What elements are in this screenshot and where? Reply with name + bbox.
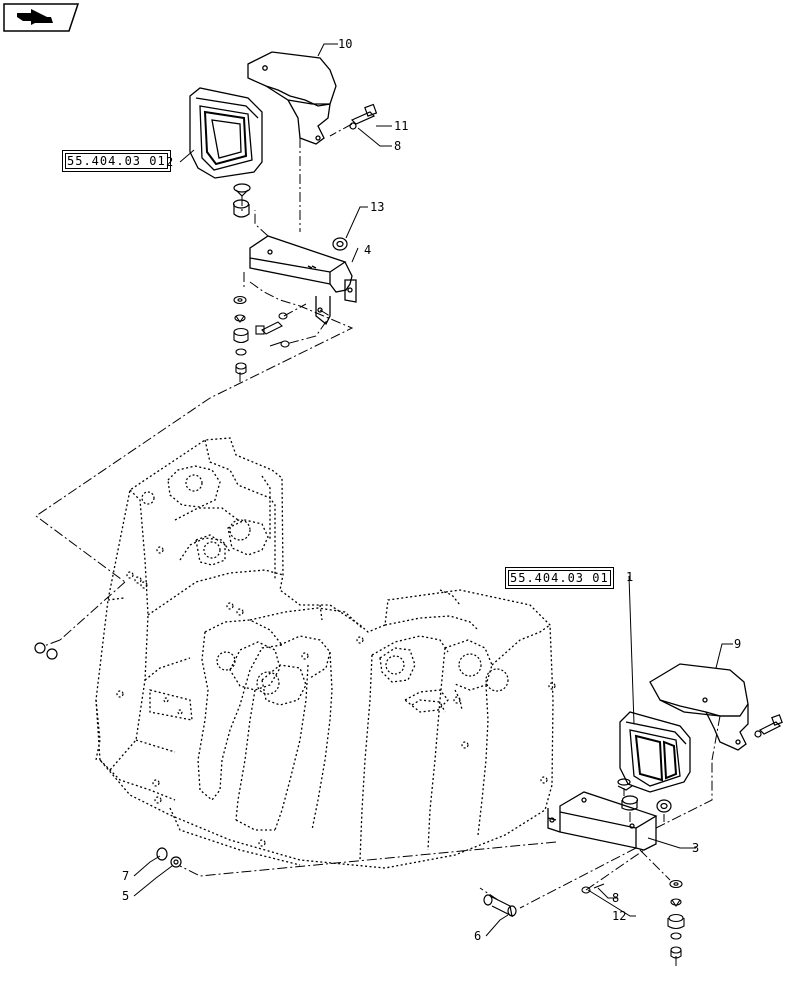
nut-13	[332, 237, 348, 251]
bracket-right-3	[547, 791, 658, 851]
nut-washer-7-5	[156, 847, 182, 868]
bracket-right-9	[649, 663, 749, 751]
callout-7: 7	[122, 869, 130, 883]
bolt-11	[350, 103, 378, 125]
nut-left	[34, 642, 58, 660]
next-page-arrow-icon[interactable]	[3, 3, 79, 32]
isolator-stack-right	[617, 778, 672, 813]
callout-8-right: 8	[612, 891, 620, 905]
callout-8-top: 8	[394, 139, 402, 153]
callout-5: 5	[122, 889, 130, 903]
reference-link-top[interactable]: 55.404.03 01	[62, 150, 171, 172]
callout-10: 10	[338, 37, 353, 51]
work-lamp-top	[189, 87, 263, 179]
callout-11: 11	[394, 119, 409, 133]
leader-lines	[133, 43, 733, 937]
loader-frame	[95, 437, 554, 869]
phantom-lines	[35, 123, 721, 966]
hardware-stack-top	[233, 295, 290, 375]
reference-link-right[interactable]: 55.404.03 01	[505, 567, 614, 589]
bracket-top-4	[249, 235, 357, 326]
bracket-top-10	[247, 51, 337, 145]
washer-top-8	[349, 122, 357, 130]
callout-1: 1	[626, 570, 634, 584]
callout-13: 13	[370, 200, 385, 214]
callout-12: 12	[612, 909, 627, 923]
frame-holes	[116, 474, 556, 847]
bolt-right-9	[754, 714, 783, 738]
callout-4: 4	[364, 243, 372, 257]
pin-6	[483, 894, 517, 918]
hardware-stack-right	[581, 879, 685, 959]
callout-2: 2	[166, 155, 174, 169]
work-lamp-right	[619, 711, 691, 793]
callout-3: 3	[692, 841, 700, 855]
callout-6: 6	[474, 929, 482, 943]
callout-9: 9	[734, 637, 742, 651]
